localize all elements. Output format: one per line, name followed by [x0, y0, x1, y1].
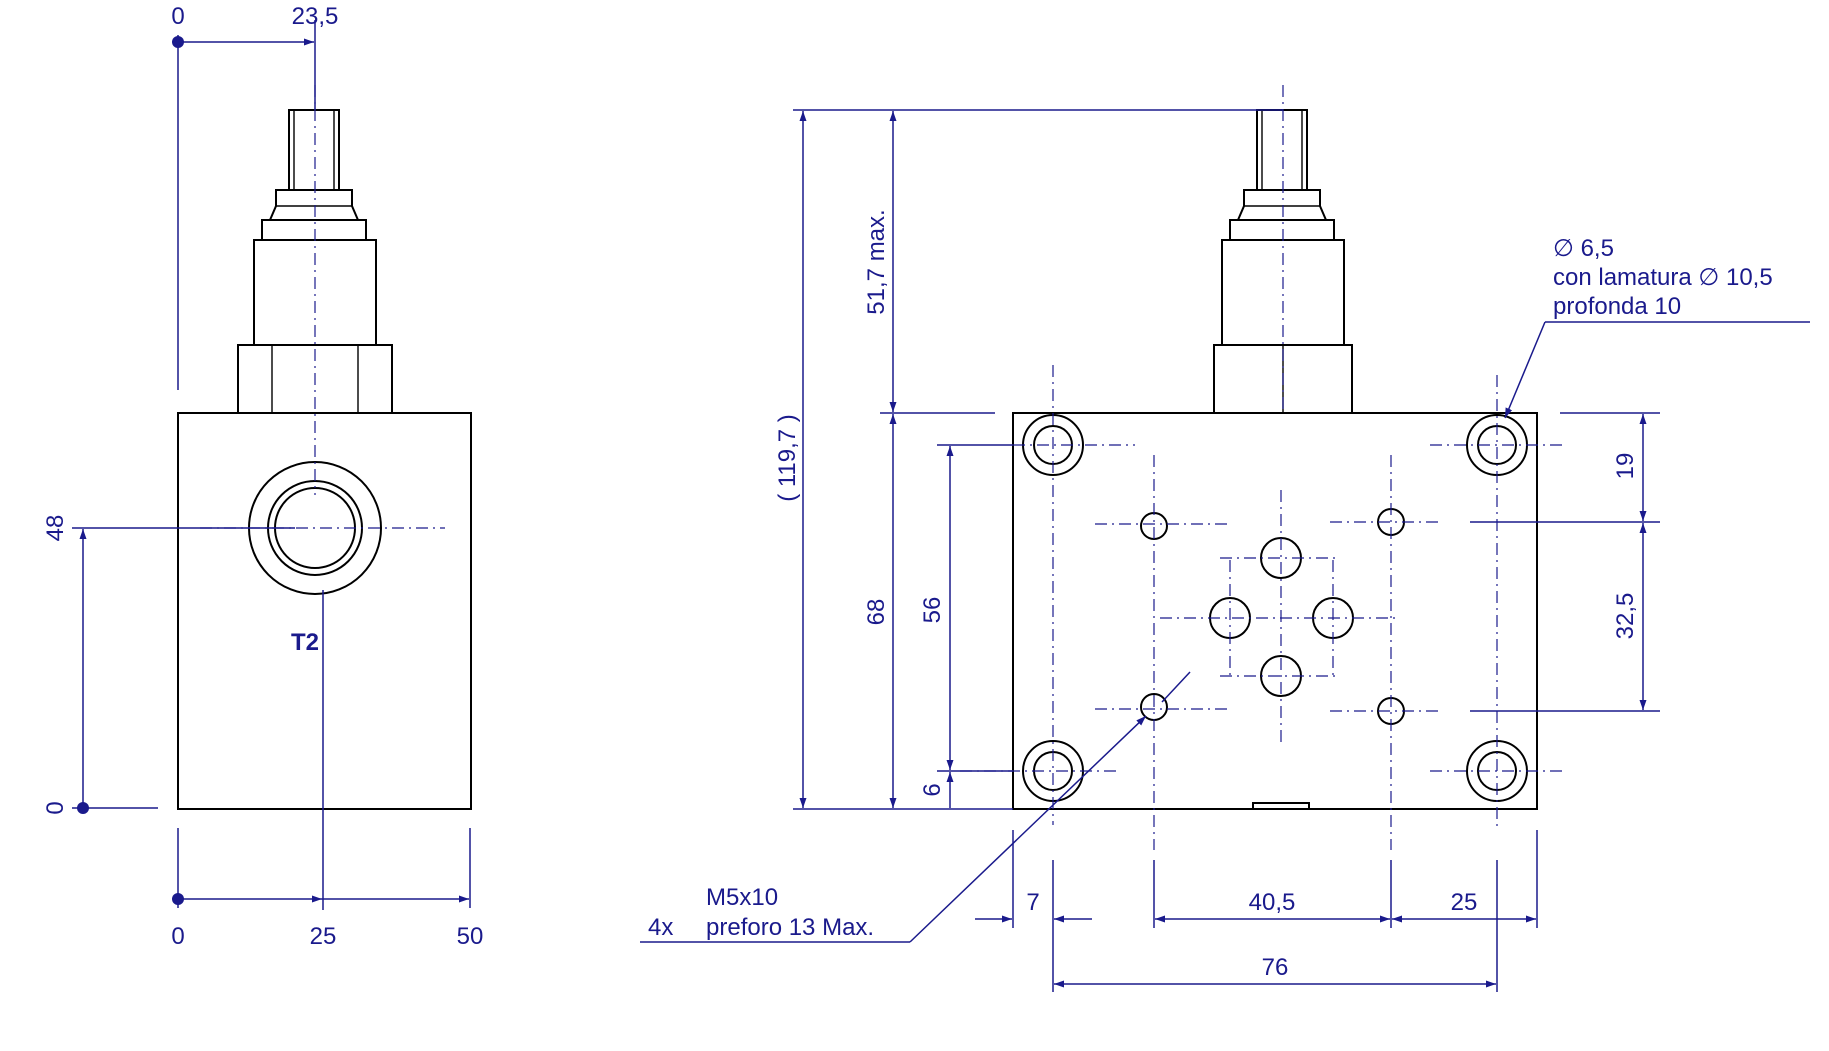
dim-body-height: 68: [863, 599, 890, 626]
front-stem: [1256, 109, 1308, 191]
dim-bolt-spacing-v: 56: [919, 597, 946, 624]
front-stem-thread: [1261, 109, 1303, 191]
dim-right-offset: 25: [1451, 889, 1478, 916]
front-nut-washer: [1229, 219, 1335, 241]
hole-note-leader: [1504, 321, 1546, 419]
side-x-mid: 25: [310, 923, 337, 950]
side-stem: [288, 109, 340, 191]
hole-note-line1: ∅ 6,5: [1553, 235, 1614, 262]
front-bottom-tab: [1252, 802, 1310, 810]
dim-bolt-spacing-h: 76: [1262, 954, 1289, 981]
dim-port-spacing-v: 32,5: [1612, 593, 1639, 640]
side-valve-body: [177, 412, 472, 810]
side-x-zero: 0: [171, 923, 184, 950]
port-label: T2: [291, 629, 319, 656]
thread-note-leader: [909, 715, 1147, 943]
side-stem-thread: [293, 109, 335, 191]
dim-total-height: ( 119,7 ): [774, 414, 801, 502]
side-top-zero: 0: [171, 3, 184, 30]
thread-note-leader-ext: [1161, 671, 1191, 703]
side-view: T2 0 23,5 48 0 0 25 50: [42, 3, 483, 950]
hole-note-line3: profonda 10: [1553, 293, 1681, 320]
side-y-port: 48: [42, 515, 69, 542]
thread-count: 4x: [648, 914, 673, 941]
dim-port-spacing-h: 40,5: [1249, 889, 1296, 916]
front-view: ( 119,7 ) 51,7 max. 68 56 6 19 32,5 7 40…: [640, 85, 1810, 992]
dim-top-offset: 19: [1612, 453, 1639, 480]
dim-bolt-offset-v: 6: [919, 783, 946, 796]
side-y-zero: 0: [42, 801, 69, 814]
side-x-full: 50: [457, 923, 484, 950]
thread-note-line1: M5x10: [706, 884, 778, 911]
side-locknut: [268, 189, 360, 221]
front-valve-body: [1012, 412, 1538, 810]
hole-note-line2: con lamatura ∅ 10,5: [1553, 264, 1773, 291]
dim-adjuster-height: 51,7 max.: [863, 209, 890, 314]
dim-left-offset: 7: [1026, 889, 1039, 916]
side-nut-washer: [261, 219, 367, 241]
thread-note-line2: preforo 13 Max.: [706, 914, 874, 941]
side-top-stem: 23,5: [292, 3, 339, 30]
front-locknut: [1236, 189, 1328, 221]
